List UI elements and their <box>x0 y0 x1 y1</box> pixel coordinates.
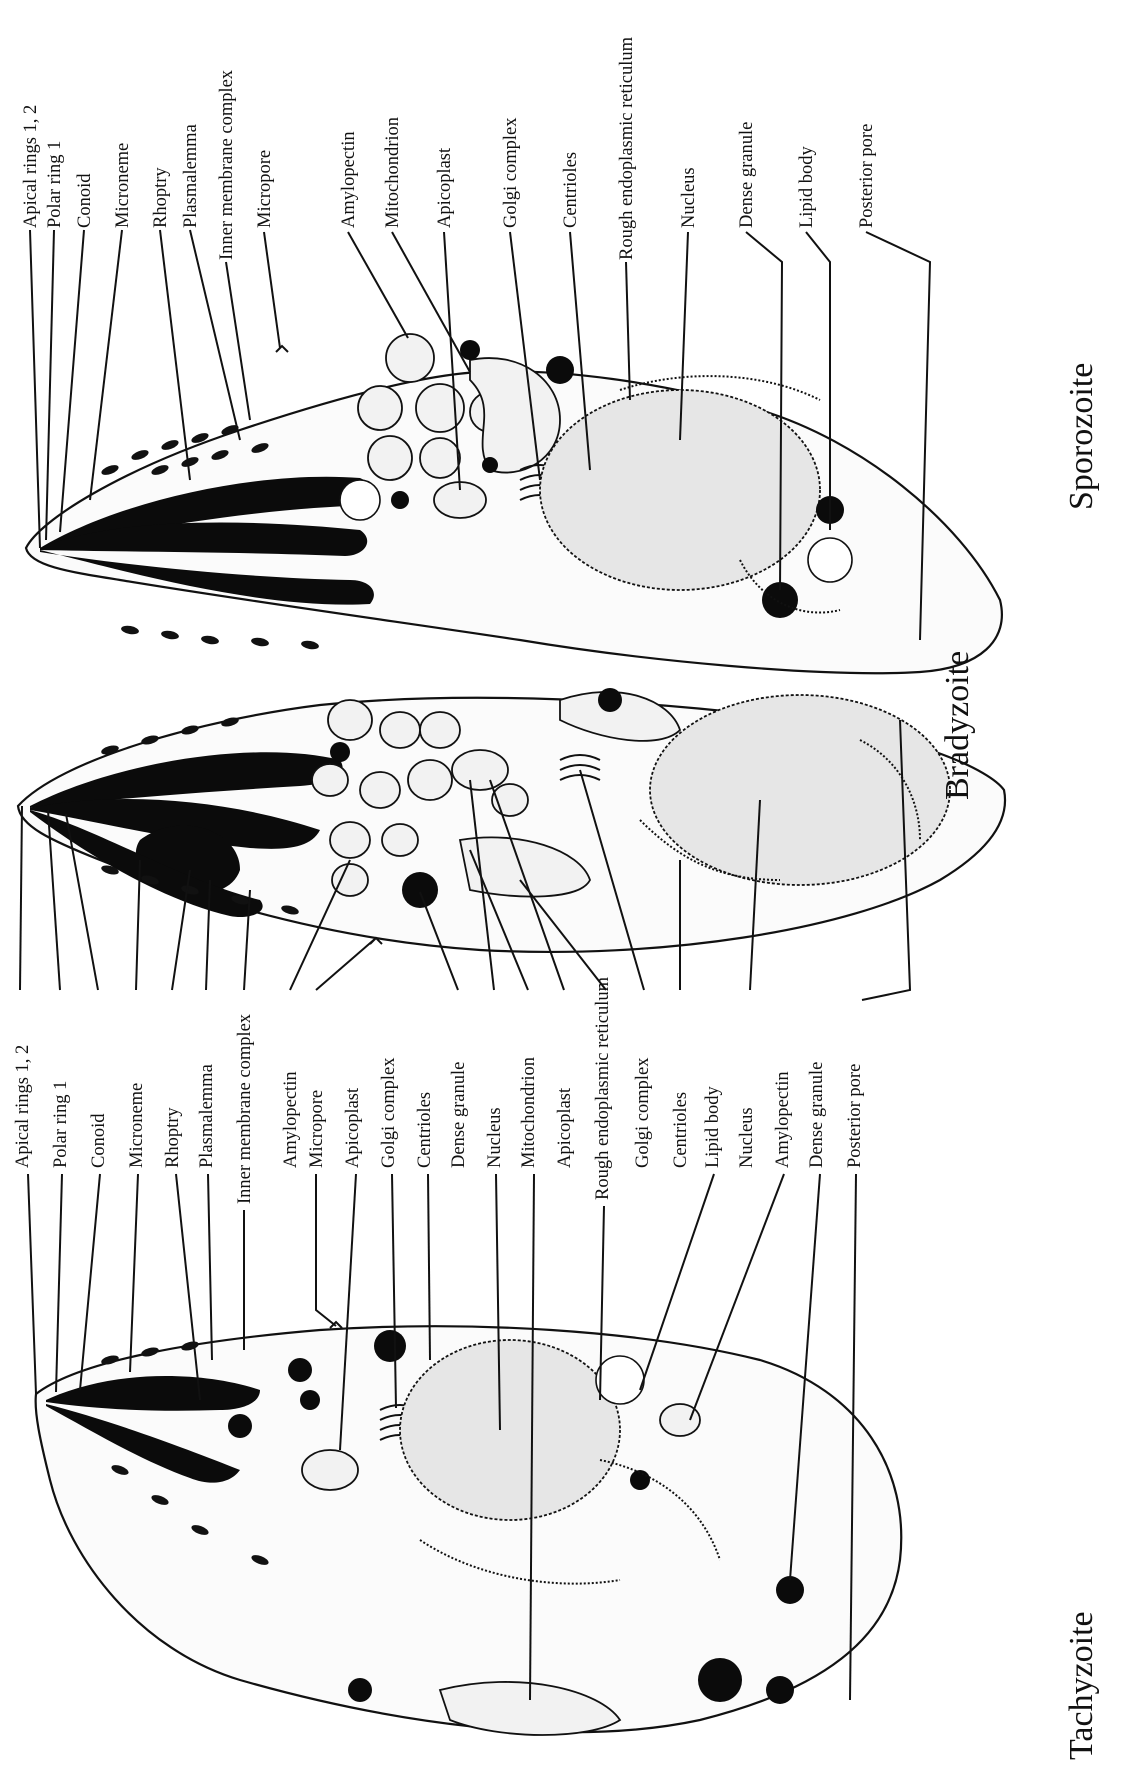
label-centrioles: Centrioles <box>671 1092 691 1168</box>
label-micropore: Micropore <box>307 1090 327 1168</box>
tachyzoite-lipid-body <box>596 1356 644 1404</box>
label-inner-membrane-complex: Inner membrane complex <box>217 69 237 260</box>
label-mitochondrion: Mitochondrion <box>383 117 403 228</box>
label-microneme: Microneme <box>113 143 133 228</box>
label-dense-granule: Dense granule <box>449 1062 469 1168</box>
sporozoite-lipid-body <box>340 480 380 520</box>
sporozoite-micropore <box>276 346 288 352</box>
label-micropore: Micropore <box>255 150 275 228</box>
label-rough-er: Rough endoplasmic reticulum <box>617 36 637 260</box>
label-nucleus: Nucleus <box>679 167 699 228</box>
label-dense-granule: Dense granule <box>737 122 757 228</box>
label-centrioles: Centrioles <box>415 1092 435 1168</box>
tachyzoite-nucleus <box>400 1340 620 1520</box>
label-dense-granule: Dense granule <box>807 1062 827 1168</box>
tachyzoite-labels: Apical rings 1, 2 Polar ring 1 Conoid Mi… <box>13 976 865 1204</box>
label-apical-rings: Apical rings 1, 2 <box>13 1045 33 1168</box>
label-apical-rings: Apical rings 1, 2 <box>21 105 41 228</box>
label-lipid-body: Lipid body <box>797 146 817 228</box>
label-rhoptry: Rhoptry <box>151 167 171 228</box>
caption-bradyzoite: Bradyzoite <box>939 651 976 800</box>
label-apicoplast: Apicoplast <box>555 1087 575 1168</box>
label-microneme: Microneme <box>127 1083 147 1168</box>
label-amylopectin: Amylopectin <box>281 1071 301 1168</box>
label-posterior-pore: Posterior pore <box>845 1064 865 1168</box>
label-inner-membrane-complex: Inner membrane complex <box>235 1013 255 1204</box>
sporozoite-labels: Apical rings 1, 2 Polar ring 1 Conoid Mi… <box>21 36 877 260</box>
sporozoite-lipid-body <box>808 538 852 582</box>
tachyzoite-panel <box>36 1322 902 1735</box>
label-polar-ring: Polar ring 1 <box>45 141 65 228</box>
bradyzoite-apicoplast <box>452 750 508 790</box>
label-posterior-pore: Posterior pore <box>857 124 877 228</box>
label-golgi-complex: Golgi complex <box>501 117 521 228</box>
label-rough-er: Rough endoplasmic reticulum <box>593 976 613 1200</box>
label-golgi-complex: Golgi complex <box>379 1057 399 1168</box>
label-polar-ring: Polar ring 1 <box>51 1081 71 1168</box>
label-nucleus: Nucleus <box>485 1107 505 1168</box>
label-nucleus: Nucleus <box>737 1107 757 1168</box>
caption-tachyzoite: Tachyzoite <box>1063 1611 1100 1760</box>
label-apicoplast: Apicoplast <box>343 1087 363 1168</box>
label-mitochondrion: Mitochondrion <box>519 1057 539 1168</box>
label-centrioles: Centrioles <box>561 152 581 228</box>
label-plasmalemma: Plasmalemma <box>181 124 201 228</box>
label-apicoplast: Apicoplast <box>435 147 455 228</box>
label-conoid: Conoid <box>75 173 95 228</box>
sporozoite-panel <box>26 334 1002 673</box>
label-lipid-body: Lipid body <box>703 1086 723 1168</box>
label-rhoptry: Rhoptry <box>163 1107 183 1168</box>
caption-sporozoite: Sporozoite <box>1063 363 1100 510</box>
label-conoid: Conoid <box>89 1113 109 1168</box>
label-amylopectin: Amylopectin <box>339 131 359 228</box>
label-plasmalemma: Plasmalemma <box>197 1064 217 1168</box>
label-golgi-complex: Golgi complex <box>633 1057 653 1168</box>
bradyzoite-panel <box>18 688 1005 952</box>
tachyzoite-apicoplast <box>302 1450 358 1490</box>
label-amylopectin: Amylopectin <box>773 1071 793 1168</box>
